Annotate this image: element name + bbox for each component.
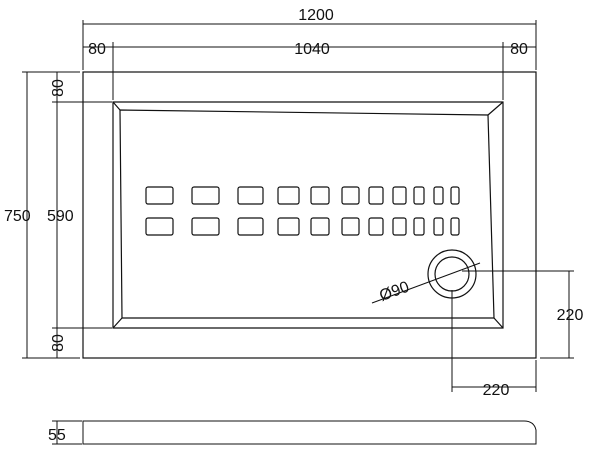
anti-slip-block bbox=[368, 186, 384, 205]
anti-slip-block bbox=[433, 217, 444, 236]
dim-drain-horizontal: 220 bbox=[483, 382, 510, 399]
anti-slip-block bbox=[392, 217, 407, 236]
tray-outer-outline bbox=[82, 71, 537, 359]
dim-inner-length: 590 bbox=[47, 208, 74, 225]
dim-profile-height: 55 bbox=[48, 427, 66, 444]
anti-slip-block bbox=[237, 186, 264, 205]
dim-overall-length: 750 bbox=[4, 208, 31, 225]
anti-slip-block bbox=[145, 186, 174, 205]
anti-slip-block bbox=[450, 217, 460, 236]
anti-slip-block bbox=[277, 186, 300, 205]
anti-slip-block bbox=[310, 186, 330, 205]
dim-top-rim: 80 bbox=[50, 79, 67, 97]
tray-inner-basin bbox=[112, 101, 504, 329]
anti-slip-block bbox=[191, 186, 220, 205]
anti-slip-block bbox=[368, 217, 384, 236]
anti-slip-block bbox=[310, 217, 330, 236]
dim-drain-diameter: Ø90 bbox=[377, 279, 411, 305]
anti-slip-block bbox=[433, 186, 444, 205]
anti-slip-pattern bbox=[145, 186, 460, 236]
anti-slip-block bbox=[413, 186, 425, 205]
anti-slip-block bbox=[413, 217, 425, 236]
anti-slip-block bbox=[392, 186, 407, 205]
dim-left-rim: 80 bbox=[88, 41, 106, 58]
tray-profile bbox=[82, 420, 537, 445]
dim-overall-width: 1200 bbox=[298, 7, 334, 24]
anti-slip-block bbox=[277, 217, 300, 236]
anti-slip-block bbox=[191, 217, 220, 236]
dim-right-rim: 80 bbox=[510, 41, 528, 58]
anti-slip-block bbox=[341, 186, 360, 205]
dim-bottom-rim: 80 bbox=[50, 334, 67, 352]
anti-slip-block bbox=[341, 217, 360, 236]
drain-inner-ring bbox=[434, 256, 470, 292]
dim-drain-vertical: 220 bbox=[557, 307, 584, 324]
anti-slip-block bbox=[450, 186, 460, 205]
tray-basin-bevel bbox=[119, 109, 495, 319]
dim-inner-width: 1040 bbox=[294, 41, 330, 58]
anti-slip-block bbox=[237, 217, 264, 236]
anti-slip-block bbox=[145, 217, 174, 236]
